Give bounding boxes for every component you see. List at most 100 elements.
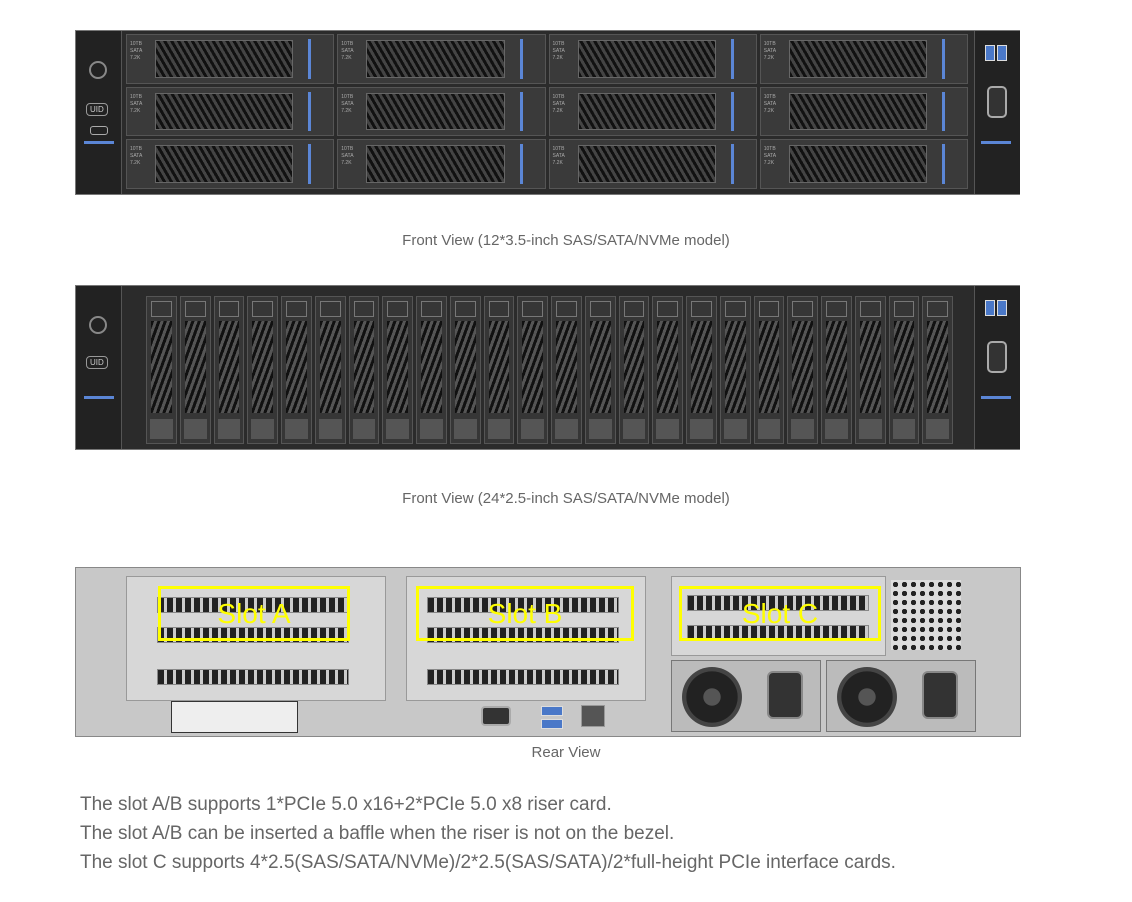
drive-grill [421, 321, 442, 413]
right-io-panel [974, 286, 1020, 449]
drive-top [454, 301, 476, 317]
drive-bot [723, 419, 747, 439]
drive-bot [791, 419, 814, 439]
note-line: The slot C supports 4*2.5(SAS/SATA/NVMe)… [80, 852, 896, 873]
vga-port-icon [987, 341, 1007, 373]
vga-port-icon [987, 86, 1007, 118]
drive-bay-2-5 [281, 296, 312, 444]
drive-bay-2-5 [517, 296, 548, 444]
drive-bot [622, 419, 646, 439]
drive-bot [892, 419, 916, 439]
drive-status-stripe [308, 91, 312, 132]
drive-grill [522, 321, 543, 413]
drive-top [522, 301, 543, 317]
drive-grill [788, 92, 927, 131]
drive-grill [151, 321, 172, 413]
drive-bot [588, 419, 612, 439]
drive-grill [387, 321, 408, 413]
fan-icon [837, 667, 897, 727]
drive-bot [825, 419, 848, 439]
drive-top [859, 301, 881, 317]
vent-grille [891, 580, 961, 650]
drive-top [319, 301, 341, 317]
drive-grill [366, 145, 505, 183]
usb-port-icon [985, 300, 995, 316]
drive-top [151, 301, 172, 317]
drive-bay-2-5 [348, 296, 380, 444]
status-led-bar [981, 141, 1011, 144]
drive-grill [155, 40, 294, 78]
drive-bot [420, 419, 443, 439]
drive-grill [826, 321, 847, 413]
slot-b-label: Slot B [487, 597, 563, 629]
drive-bot [926, 419, 949, 439]
status-led-bar [981, 396, 1011, 399]
drive-grill [893, 321, 915, 413]
uid-button: UID [86, 103, 108, 116]
drive-bot [386, 419, 409, 439]
drive-bay-2-5 [146, 296, 177, 444]
drive-top [792, 301, 813, 317]
drive-top [184, 301, 206, 317]
rear-vga-port-icon [481, 706, 511, 726]
slot-b-highlight: Slot B [416, 586, 634, 641]
drive-top [623, 301, 645, 317]
power-supply-2 [826, 660, 976, 732]
power-socket-icon [922, 671, 958, 719]
note-line: The slot A/B supports 1*PCIe 5.0 x16+2*P… [80, 794, 612, 815]
drive-bot [757, 419, 781, 439]
drive-bay-2-5 [483, 296, 515, 444]
drive-top [657, 301, 678, 317]
drive-grill [319, 321, 341, 413]
drive-bay-2-5 [854, 296, 886, 444]
slot-c-label: Slot C [741, 597, 819, 629]
drive-bot [318, 419, 342, 439]
rear-view-caption: Rear View [531, 744, 601, 761]
usb-port-icon [997, 45, 1007, 61]
drive-status-stripe [942, 39, 945, 79]
pcie-slot-vent [687, 595, 869, 611]
power-socket-icon [767, 671, 803, 719]
drive-bot [251, 419, 274, 439]
drive-top [893, 301, 915, 317]
usb-c-port-icon [90, 126, 108, 135]
drive-grill [366, 92, 505, 131]
drive-status-stripe [519, 91, 523, 132]
drive-grill [155, 92, 294, 131]
drive-top [758, 301, 780, 317]
drive-top [691, 301, 712, 317]
drive-bay-2-5 [821, 296, 852, 444]
drive-bay-2-5 [686, 296, 717, 444]
rear-view-chassis: Slot A Slot B Slot C [75, 567, 1021, 737]
drive-bay-2-5 [719, 296, 751, 444]
drive-grill [366, 40, 505, 78]
drive-top [218, 301, 240, 317]
drive-status-stripe [308, 144, 312, 184]
drive-bay-2-5 [416, 296, 447, 444]
drive-grill [577, 145, 716, 183]
drive-bot [521, 419, 544, 439]
drive-status-stripe [730, 91, 734, 132]
drive-bay-2-5 [247, 296, 278, 444]
rear-usb-port-icon [541, 706, 563, 716]
note-line: The slot A/B can be inserted a baffle wh… [80, 823, 675, 844]
front-view-24-bay-chassis: UID [75, 285, 1020, 450]
slot-c-highlight: Slot C [679, 586, 881, 641]
drive-top [387, 301, 408, 317]
drive-bay-2-5 [618, 296, 650, 444]
drive-grill [577, 40, 716, 78]
